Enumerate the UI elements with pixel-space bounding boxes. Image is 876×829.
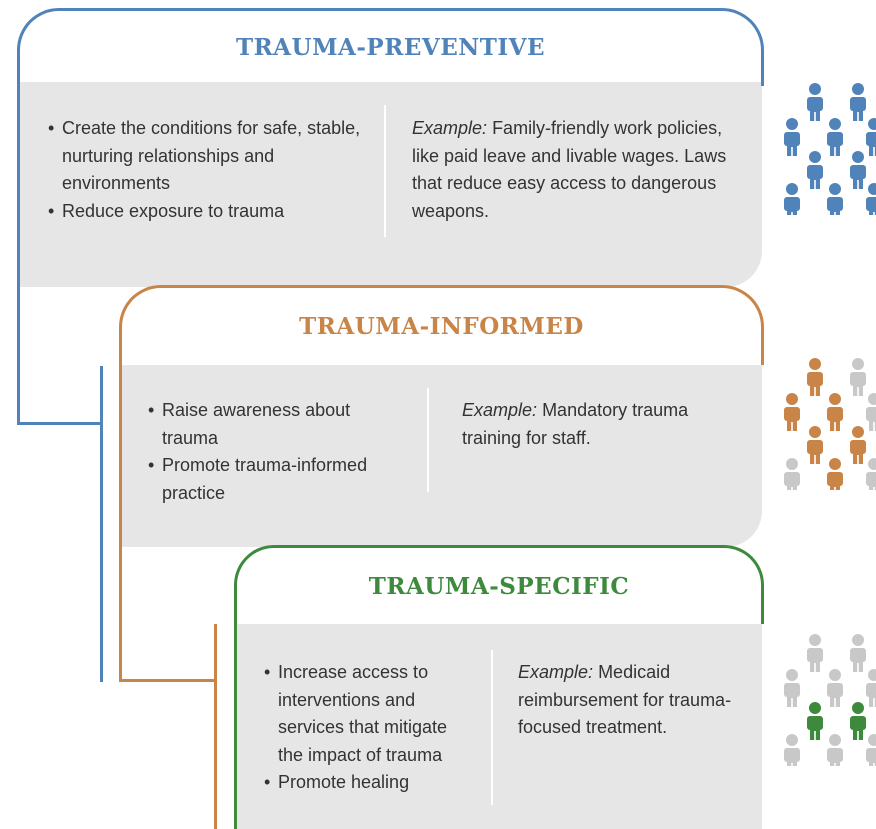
specific-person-icon-9 [827,734,843,766]
preventive-bullets: Create the conditions for safe, stable, … [48,115,368,225]
preventive-person-icon-8 [784,183,800,215]
preventive-person-icon-9 [827,183,843,215]
specific-example-label: Example: [518,662,594,682]
informed-person-icon-6 [807,426,823,464]
preventive-example: Example: Family-friendly work policies, … [412,115,742,225]
informed-people-icons [784,358,876,490]
informed-person-icon-5 [866,393,876,431]
preventive-person-icon-5 [866,118,876,156]
informed-divider [427,388,429,492]
informed-bullet-2: Promote trauma-informed practice [148,452,408,507]
informed-person-icon-1 [807,358,823,396]
specific-divider [491,650,493,805]
preventive-header-frame [17,8,764,86]
preventive-person-icon-4 [827,118,843,156]
informed-bracket-line [119,362,122,682]
preventive-person-icon-7 [850,151,866,189]
preventive-bracket-line [17,82,20,425]
specific-header-frame [234,545,764,624]
specific-person-icon-6 [807,702,823,740]
specific-person-icon-5 [866,669,876,707]
preventive-people-icons [784,83,876,215]
informed-person-icon-7 [850,426,866,464]
informed-person-icon-8 [784,458,800,490]
preventive-person-icon-6 [807,151,823,189]
informed-bracket-foot [119,679,217,682]
specific-person-icon-7 [850,702,866,740]
informed-bullet-1: Raise awareness about trauma [148,397,408,452]
specific-person-icon-10 [866,734,876,766]
informed-person-icon-3 [784,393,800,431]
preventive-example-text: Family-friendly work policies, like paid… [412,118,727,221]
informed-header-frame [119,285,764,365]
specific-bullet-1: Increase access to interventions and ser… [264,659,474,769]
preventive-person-icon-1 [807,83,823,121]
specific-person-icon-2 [850,634,866,672]
preventive-bullet-1: Create the conditions for safe, stable, … [48,115,368,198]
informed-title: TRAUMA-INFORMED [299,313,584,340]
specific-title: TRAUMA-SPECIFIC [368,573,630,600]
specific-bracket-line [234,621,237,829]
specific-person-icon-8 [784,734,800,766]
preventive-person-icon-10 [866,183,876,215]
informed-bullets: Raise awareness about trauma Promote tra… [148,397,408,507]
specific-bullets: Increase access to interventions and ser… [264,659,474,797]
specific-people-icons [784,634,876,766]
informed-person-icon-2 [850,358,866,396]
preventive-bullet-2: Reduce exposure to trauma [48,198,368,226]
preventive-bracket-foot [17,422,103,425]
specific-example-text: Medicaid reimbursement for trauma-focuse… [518,662,732,737]
preventive-example-label: Example: [412,118,488,138]
preventive-person-icon-2 [850,83,866,121]
informed-example-text: Mandatory trauma training for staff. [462,400,689,448]
specific-person-icon-3 [784,669,800,707]
informed-person-icon-4 [827,393,843,431]
specific-person-icon-1 [807,634,823,672]
informed-person-icon-9 [827,458,843,490]
specific-example: Example: Medicaid reimbursement for trau… [518,659,746,742]
specific-bullet-2: Promote healing [264,769,474,797]
informed-example: Example: Mandatory trauma training for s… [462,397,732,452]
informed-tick-line [214,624,217,829]
preventive-tick-line [100,366,103,682]
preventive-divider [384,105,386,237]
preventive-person-icon-3 [784,118,800,156]
preventive-title: TRAUMA-PREVENTIVE [235,34,546,61]
informed-person-icon-10 [866,458,876,490]
informed-example-label: Example: [462,400,538,420]
specific-person-icon-4 [827,669,843,707]
